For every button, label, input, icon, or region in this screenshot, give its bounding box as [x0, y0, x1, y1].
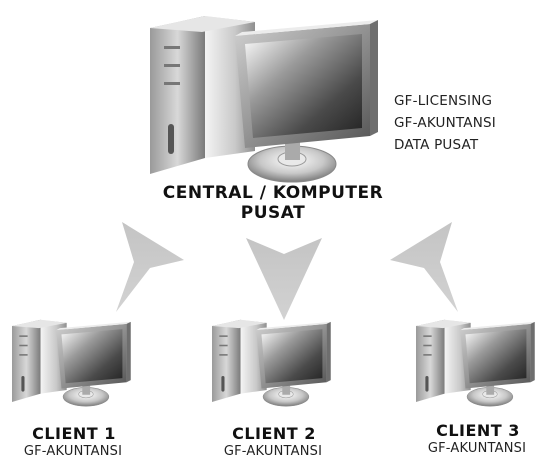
arrow-left-icon: [116, 222, 184, 312]
client-1-name: CLIENT 1: [32, 424, 116, 443]
client-1-computer-icon: [12, 319, 132, 407]
arrow-down-icon: [246, 238, 322, 320]
client-2-computer-icon: [212, 319, 332, 407]
central-computer-icon: [150, 16, 379, 183]
central-info-data: DATA PUSAT: [394, 137, 479, 153]
client-3-name: CLIENT 3: [436, 421, 520, 440]
central-info-akuntansi: GF-AKUNTANSI: [394, 115, 496, 131]
client-2-app: GF-AKUNTANSI: [223, 444, 323, 459]
client-1-app: GF-AKUNTANSI: [23, 444, 123, 459]
central-info: GF-LICENSING GF-AKUNTANSI DATA PUSAT: [394, 90, 496, 156]
client-2-name: CLIENT 2: [232, 424, 316, 443]
client-3-app: GF-AKUNTANSI: [427, 441, 527, 456]
central-label: CENTRAL / KOMPUTER PUSAT: [162, 183, 384, 223]
arrow-right-icon: [390, 222, 458, 312]
central-info-licensing: GF-LICENSING: [394, 93, 493, 109]
client-3-computer-icon: [416, 319, 536, 407]
